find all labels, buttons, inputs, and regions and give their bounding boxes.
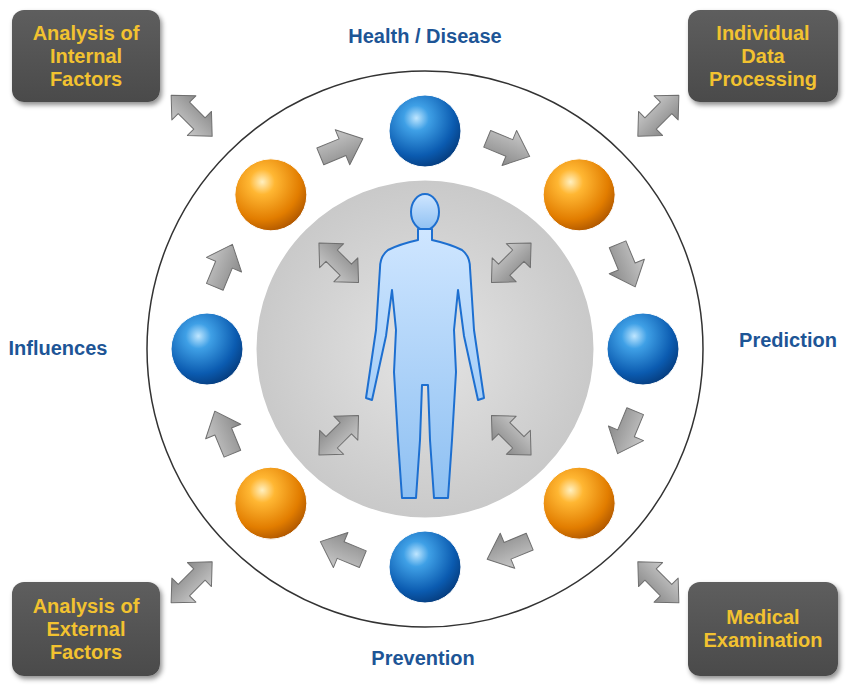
- process-box: Individual Data Processing: [688, 10, 838, 102]
- block-arrow: [159, 550, 224, 615]
- sphere: [543, 159, 615, 231]
- stage-label: Health / Disease: [348, 25, 501, 48]
- block-arrow: [479, 403, 543, 467]
- block-arrow: [159, 83, 224, 148]
- figure-body: [366, 229, 484, 498]
- sphere: [389, 95, 461, 167]
- sphere: [235, 467, 307, 539]
- stage-label: Prediction: [739, 329, 837, 352]
- outer-ring: [147, 71, 703, 627]
- box-label: Individual Data Processing: [696, 22, 830, 91]
- block-arrow: [307, 231, 371, 295]
- sphere: [389, 531, 461, 603]
- sphere-group: [171, 95, 679, 603]
- box-label: Medical Examination: [696, 606, 830, 652]
- block-arrow: [197, 237, 250, 294]
- process-box: Analysis of External Factors: [12, 582, 160, 676]
- box-label: Analysis of Internal Factors: [20, 22, 152, 91]
- block-arrow: [307, 403, 371, 467]
- process-box: Medical Examination: [688, 582, 838, 676]
- stage-label: Influences: [9, 337, 108, 360]
- arrow-group: [159, 83, 691, 615]
- block-arrow: [313, 524, 370, 577]
- inner-disc: [255, 179, 595, 519]
- sphere: [607, 313, 679, 385]
- block-arrow: [313, 121, 370, 174]
- block-arrow: [480, 121, 537, 174]
- block-arrow: [626, 83, 691, 148]
- process-box: Analysis of Internal Factors: [12, 10, 160, 102]
- human-figure: [366, 194, 484, 498]
- block-arrow: [479, 231, 543, 295]
- block-arrow: [197, 404, 250, 461]
- sphere: [235, 159, 307, 231]
- stage-label: Prevention: [371, 647, 474, 670]
- figure-head: [411, 194, 439, 230]
- block-arrow: [626, 550, 691, 615]
- block-arrow: [480, 524, 537, 577]
- sphere: [543, 467, 615, 539]
- box-label: Analysis of External Factors: [20, 595, 152, 664]
- block-arrow: [600, 404, 653, 461]
- block-arrow: [600, 237, 653, 294]
- sphere: [171, 313, 243, 385]
